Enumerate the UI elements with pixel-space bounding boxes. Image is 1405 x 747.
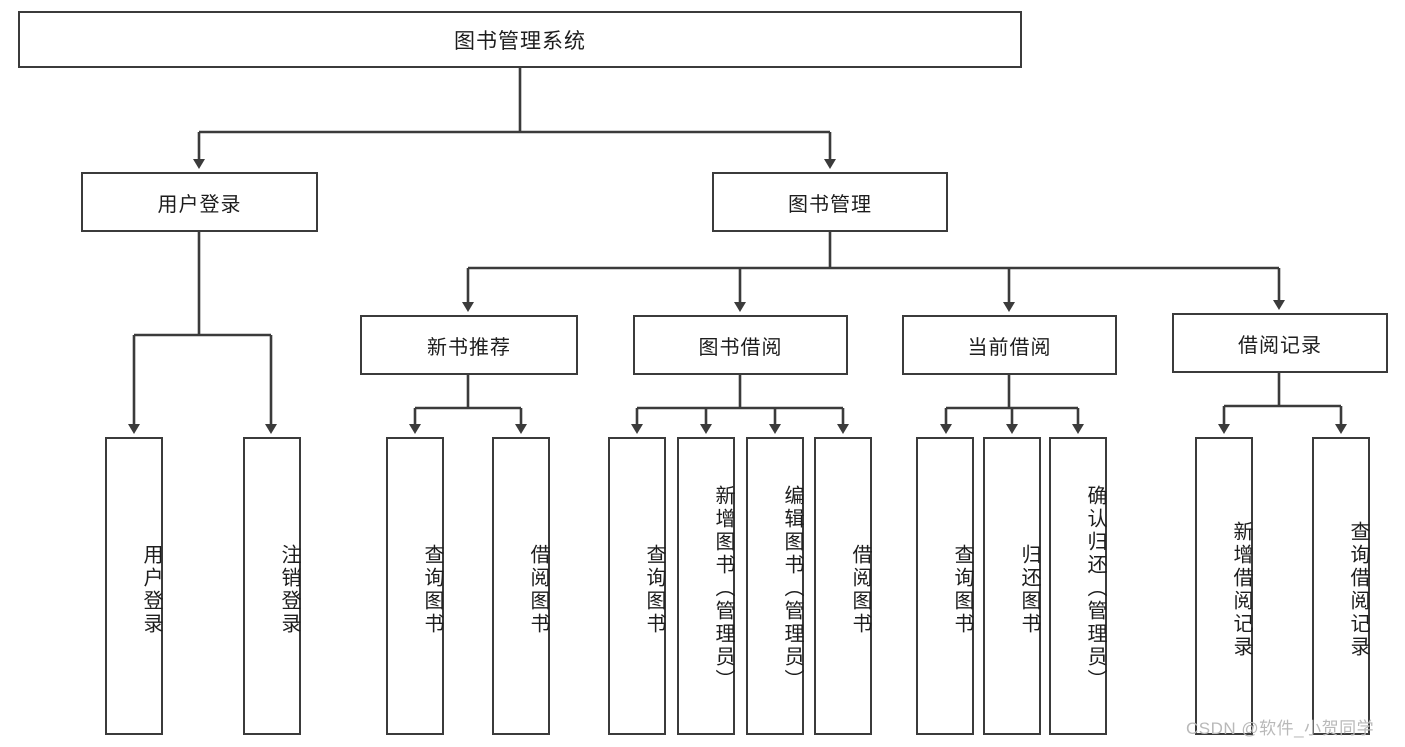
leaf-user-login-logout[interactable]: 注销登录 (243, 437, 301, 735)
node-user-login[interactable]: 用户登录 (81, 172, 318, 232)
leaf-current-return-book[interactable]: 归还图书 (983, 437, 1041, 735)
leaf-current-query-book[interactable]: 查询图书 (916, 437, 974, 735)
leaf-record-query-record[interactable]: 查询借阅记录 (1312, 437, 1370, 735)
node-book-borrow[interactable]: 图书借阅 (633, 315, 848, 375)
leaf-borrow-borrow-book[interactable]: 借阅图书 (814, 437, 872, 735)
leaf-record-add-record[interactable]: 新增借阅记录 (1195, 437, 1253, 735)
leaf-recommend-query-book[interactable]: 查询图书 (386, 437, 444, 735)
leaf-user-login-login[interactable]: 用户登录 (105, 437, 163, 735)
leaf-borrow-query-book[interactable]: 查询图书 (608, 437, 666, 735)
leaf-borrow-add-book-admin[interactable]: 新增图书（管理员） (677, 437, 735, 735)
leaf-current-confirm-return-admin[interactable]: 确认归还（管理员） (1049, 437, 1107, 735)
node-borrow-record[interactable]: 借阅记录 (1172, 313, 1388, 373)
node-current-borrow[interactable]: 当前借阅 (902, 315, 1117, 375)
leaf-recommend-borrow-book[interactable]: 借阅图书 (492, 437, 550, 735)
node-new-book-recommend[interactable]: 新书推荐 (360, 315, 578, 375)
node-book-management[interactable]: 图书管理 (712, 172, 948, 232)
leaf-borrow-edit-book-admin[interactable]: 编辑图书（管理员） (746, 437, 804, 735)
node-root-system[interactable]: 图书管理系统 (18, 11, 1022, 68)
watermark-text: CSDN @软件_小贺同学 (1186, 719, 1375, 738)
